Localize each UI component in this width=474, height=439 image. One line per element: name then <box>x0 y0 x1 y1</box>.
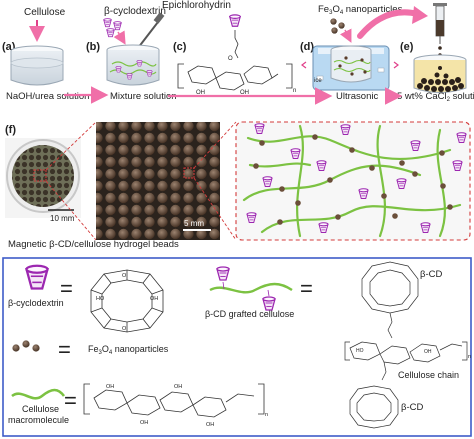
legend-box: β-cyclodextrin = HO OH O O β-CD grafted … <box>2 257 472 437</box>
bcd-bottom-label: β-CD <box>401 402 423 413</box>
o-label: O <box>122 273 127 279</box>
cyclodextrin-reagent-label: β-cyclodextrin <box>104 6 166 17</box>
ho-label: HO <box>356 348 364 354</box>
grafted-cellulose-label: β-CD grafted cellulose <box>205 309 294 319</box>
n-subscript: n <box>265 412 268 418</box>
equals-sign: = <box>64 388 77 413</box>
panel-d: Fe3O4 nanoparticles (d) ice Ultrasonic <box>300 4 403 102</box>
petri-dish-photo <box>5 138 81 218</box>
nanoparticle-icon <box>338 22 345 29</box>
oh-label: OH <box>140 420 148 426</box>
syringe-icon <box>433 3 447 44</box>
grafted-structure <box>177 30 293 91</box>
o-label: O <box>122 326 127 332</box>
zoom-connector <box>45 180 97 241</box>
ice-label: ice <box>314 78 322 84</box>
panel-d-caption: Ultrasonic <box>336 91 378 102</box>
panel-f-caption: Magnetic β-CD/cellulose hydrogel beads <box>8 239 179 250</box>
fe3o4-reagent-label: Fe3O4 nanoparticles <box>318 4 403 16</box>
network-schematic <box>235 121 471 241</box>
nanoparticle-icon <box>331 27 338 34</box>
oh-label: OH <box>196 90 205 96</box>
oh-label: OH <box>106 384 114 390</box>
nano-add-arrow <box>339 28 352 43</box>
cd-add-arrow <box>113 30 126 45</box>
cd-legend-label: β-cyclodextrin <box>8 298 64 308</box>
panel-b: β-cyclodextrin Epichlorohydrin (b) Mixtu… <box>86 0 231 102</box>
panel-d-letter: (d) <box>300 41 314 53</box>
zoom-connector <box>193 177 237 241</box>
cellulose-label: Cellulose <box>24 7 66 18</box>
panel-c-letter: (c) <box>173 41 187 53</box>
bcd-top-label: β-CD <box>420 269 442 280</box>
oh-label: OH <box>150 296 158 302</box>
beaker-e <box>413 54 467 93</box>
cellulose-chain-structure <box>83 383 265 418</box>
zoom-connector <box>193 121 237 169</box>
cd-reagent-icon <box>113 21 122 31</box>
ultrasonic-bath <box>301 45 399 91</box>
panel-f: (f) 10 mm 5 mm <box>5 121 471 250</box>
panel-e: (e) 5 wt% CaCl2 solution <box>357 3 474 103</box>
n-subscript: n <box>468 354 471 360</box>
zoom-connector <box>45 121 97 171</box>
beaker-b <box>106 44 160 86</box>
panel-b-letter: (b) <box>86 41 100 53</box>
pipette-icon <box>137 12 165 49</box>
grafted-cellulose-icon <box>209 266 293 311</box>
nanoparticle-icon <box>330 18 337 25</box>
equals-sign: = <box>300 276 313 301</box>
n-subscript: n <box>293 88 296 94</box>
cd-reagent-icon <box>103 18 112 28</box>
cd-structure-icon <box>229 14 241 27</box>
scale-bar-5mm: 5 mm <box>184 219 204 228</box>
panel-b-caption: Mixture solution <box>110 91 177 102</box>
oh-label: OH <box>174 384 182 390</box>
panel-a-caption: NaOH/urea solution <box>6 91 89 102</box>
nanoparticles-legend-label: Fe3O4 nanoparticles <box>88 344 169 356</box>
cd-ring-structure <box>90 269 164 333</box>
o-label: O <box>228 56 233 62</box>
panel-e-caption: 5 wt% CaCl2 solution <box>397 91 474 103</box>
cellulose-legend-label-1: Cellulose <box>22 404 59 414</box>
cd-reagent-icon <box>106 28 115 38</box>
epichlorohydrin-label: Epichlorohydrin <box>162 0 231 11</box>
beaker-a <box>10 45 64 86</box>
oh-label: OH <box>206 422 214 428</box>
transfer-arrowhead <box>412 6 428 24</box>
cellulose-legend-label-2: macromolecule <box>8 415 69 425</box>
bcd-grafted-structure <box>344 261 468 429</box>
equals-sign: = <box>58 337 71 362</box>
bead-micrograph <box>96 122 220 240</box>
oh-label: OH <box>424 349 432 355</box>
cellulose-chain-label: Cellulose chain <box>398 370 459 380</box>
panel-e-letter: (e) <box>400 41 414 53</box>
cd-legend-icon <box>25 264 49 290</box>
scale-bar-10mm: 10 mm <box>50 214 75 223</box>
transfer-arrow <box>357 9 421 39</box>
panel-a: Cellulose (a) NaOH/urea solution <box>2 7 89 102</box>
cellulose-legend-icon <box>11 388 66 400</box>
panel-f-letter: (f) <box>5 124 16 136</box>
ho-label: HO <box>96 296 105 302</box>
equals-sign: = <box>60 276 73 301</box>
oh-label: OH <box>240 90 249 96</box>
panel-c: (c) OH OH O n <box>173 14 296 96</box>
